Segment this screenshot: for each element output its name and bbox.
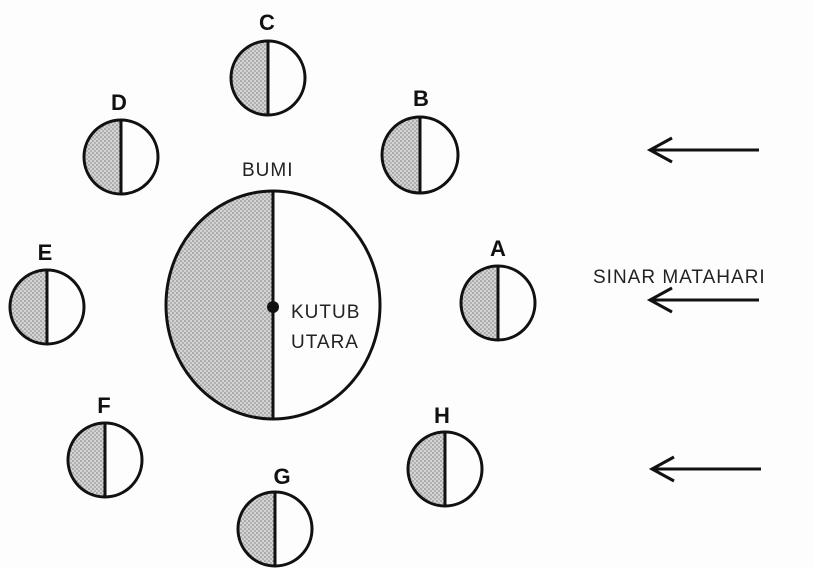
earth: BUMI KUTUB UTARA [166,160,380,419]
moon-dark-half [408,432,445,506]
north-pole-dot [267,301,279,313]
sunlight-label: SINAR MATAHARI [593,267,766,288]
arrow-left-icon [652,457,761,481]
north-pole-label-line2: UTARA [291,332,359,353]
north-pole-label-line1: KUTUB [291,302,360,323]
moon-dark-half [461,266,498,340]
moon-label-D: D [111,90,127,115]
moon-dark-half [382,117,420,193]
arrow-left-icon [650,138,759,162]
moon-dark-half [68,423,105,497]
earth-label: BUMI [242,160,294,181]
moon-label-A: A [490,236,506,261]
moon-label-C: C [259,10,275,35]
earth-dark-half [166,191,273,419]
moon-label-E: E [38,240,53,265]
arrow-left-icon [650,288,759,312]
moon-label-G: G [273,464,290,489]
moon-C: C [231,10,305,115]
moon-G: G [238,464,312,566]
moon-dark-half [10,270,47,344]
sunlight-arrows: SINAR MATAHARI [593,138,766,481]
moon-label-H: H [434,403,450,428]
moon-A: A [461,236,535,340]
moon-H: H [408,403,482,506]
moon-B: B [382,86,458,193]
moon-F: F [68,393,142,497]
moon-dark-half [238,492,275,566]
moon-D: D [84,90,158,194]
moon-label-B: B [413,86,429,111]
moon-dark-half [231,41,268,115]
moon-dark-half [84,120,121,194]
moon-E: E [10,240,84,344]
moon-label-F: F [97,393,110,418]
